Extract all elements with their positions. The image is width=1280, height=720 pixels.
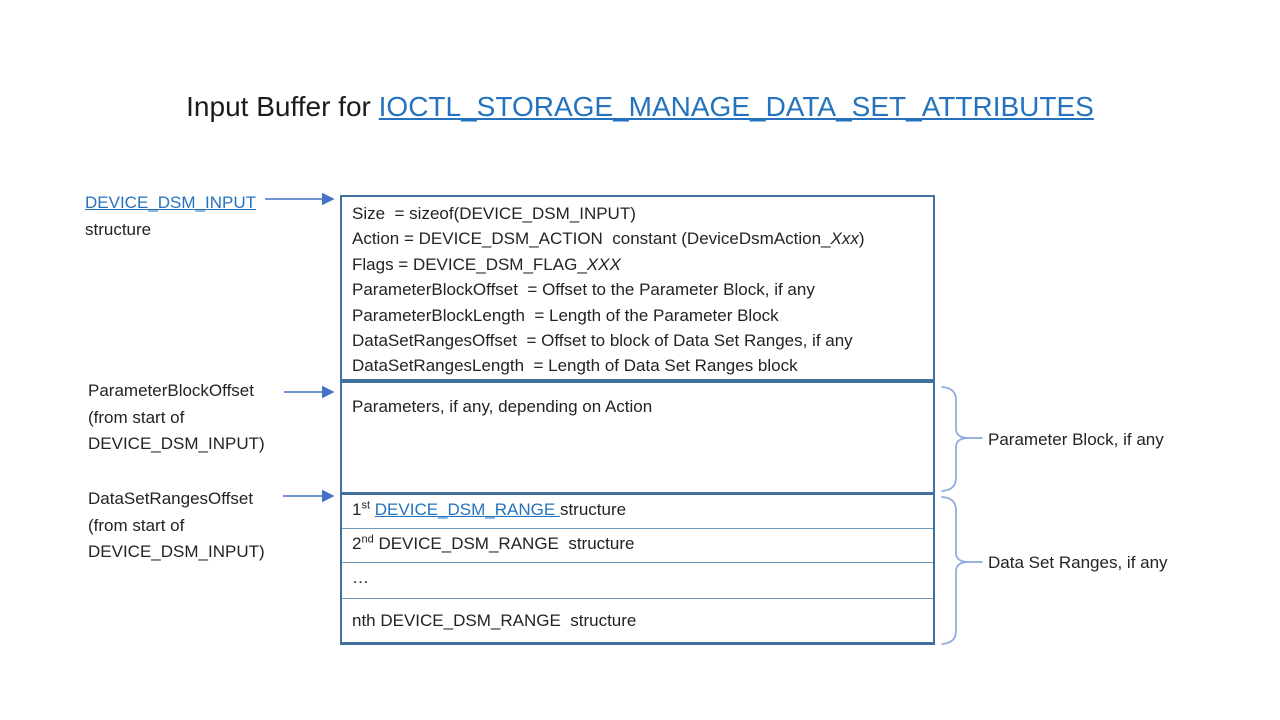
parameter-block-offset-label: ParameterBlockOffset (from start of DEVI… <box>88 378 265 458</box>
title-ioctl-link[interactable]: IOCTL_STORAGE_MANAGE_DATA_SET_ATTRIBUTES <box>378 91 1094 122</box>
range-row: 2nd DEVICE_DSM_RANGE structure <box>342 529 933 563</box>
label-line: (from start of <box>88 407 185 427</box>
label-line: ParameterBlockOffset <box>88 381 254 400</box>
page-title: Input Buffer for IOCTL_STORAGE_MANAGE_DA… <box>0 90 1280 124</box>
parameters-box: Parameters, if any, depending on Action <box>340 383 935 495</box>
header-line: DataSetRangesOffset = Offset to block of… <box>352 331 853 351</box>
dsm-input-label-line2: structure <box>85 219 152 239</box>
brace-data-set-ranges <box>941 496 983 645</box>
brace-parameter-block <box>941 386 983 492</box>
device-dsm-range-link[interactable]: DEVICE_DSM_RANGE <box>374 500 560 519</box>
header-line: ParameterBlockLength = Length of the Par… <box>352 305 779 325</box>
header-line: Flags = DEVICE_DSM_FLAG_XXX <box>352 254 621 274</box>
label-line: DEVICE_DSM_INPUT) <box>88 434 265 453</box>
header-box: Size = sizeof(DEVICE_DSM_INPUT) Action = … <box>340 195 935 383</box>
header-line: Action = DEVICE_DSM_ACTION constant (Dev… <box>352 229 865 249</box>
range-row: 1st DEVICE_DSM_RANGE structure <box>342 495 933 529</box>
parameter-block-label: Parameter Block, if any <box>988 430 1164 449</box>
label-line: DEVICE_DSM_INPUT) <box>88 542 265 561</box>
device-dsm-input-link[interactable]: DEVICE_DSM_INPUT <box>85 193 256 212</box>
header-line: Size = sizeof(DEVICE_DSM_INPUT) <box>352 204 636 223</box>
data-set-ranges-label: Data Set Ranges, if any <box>988 553 1168 572</box>
parameters-text: Parameters, if any, depending on Action <box>352 397 653 416</box>
label-line: (from start of <box>88 515 185 535</box>
label-line: DataSetRangesOffset <box>88 489 254 508</box>
range-row: nth DEVICE_DSM_RANGE structure <box>352 611 637 630</box>
header-line: DataSetRangesLength = Length of Data Set… <box>352 356 798 376</box>
header-line: ParameterBlockOffset = Offset to the Par… <box>352 280 815 300</box>
dataset-ranges-offset-label: DataSetRangesOffset (from start of DEVIC… <box>88 486 265 566</box>
range-row: … <box>342 563 933 599</box>
dsm-input-label: DEVICE_DSM_INPUT structure <box>85 190 256 243</box>
title-prefix: Input Buffer for <box>186 91 379 122</box>
